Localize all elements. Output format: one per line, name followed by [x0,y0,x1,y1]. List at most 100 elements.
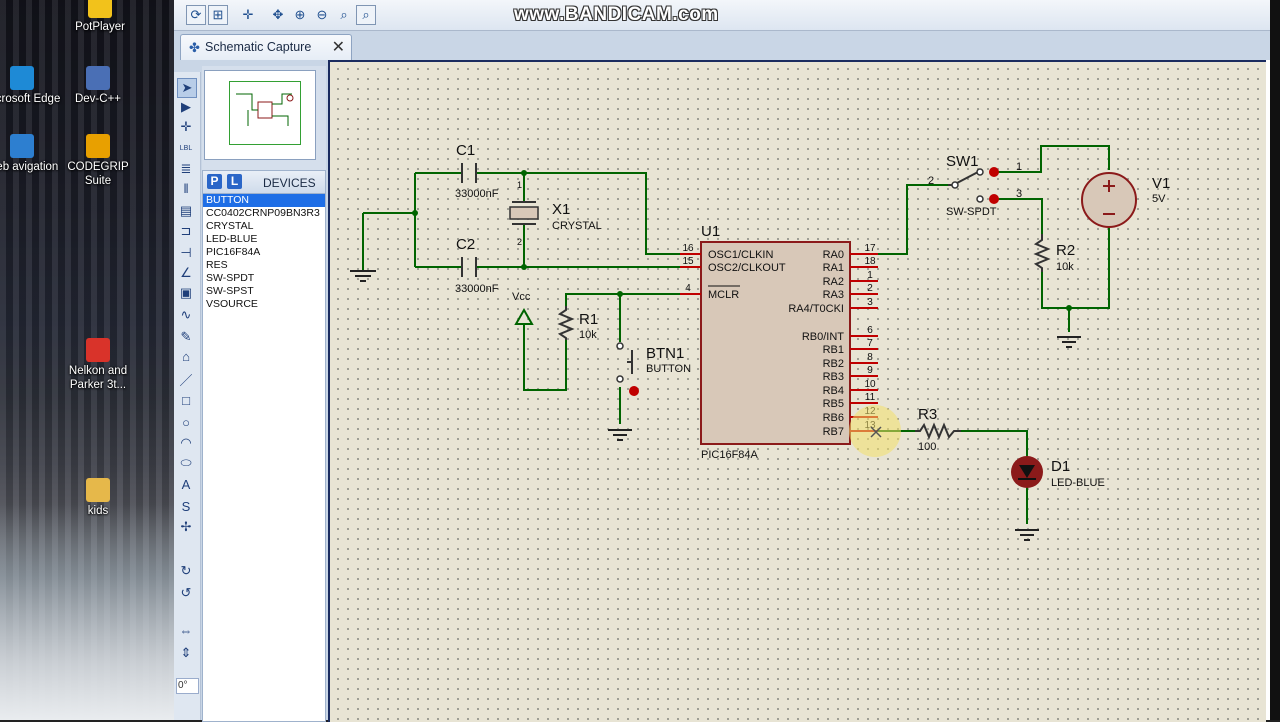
screen-edge [1270,0,1280,720]
resistor-r2[interactable]: R2 10k [1033,234,1075,273]
switch-toggle-bottom[interactable] [989,194,999,204]
text-script-icon[interactable]: ≣ [180,161,192,176]
flip-v-icon[interactable]: ⇕ [180,645,192,660]
switch-sw1[interactable]: SW1 SW-SPDT 2 1 3 [928,153,1022,218]
desktop-icon-2[interactable]: Dev-C++ [56,66,140,106]
pin-number: 16 [682,243,694,254]
desktop-icon-label: CODEGRIP Suite [67,161,129,187]
pin-name: RB0/INT [802,331,844,343]
desktop-icon-5[interactable]: Nelkon and Parker 3t... [56,338,140,392]
generator-icon[interactable]: ∿ [180,307,192,322]
close-icon[interactable]: ✕ [331,39,345,56]
device-item[interactable]: RES [206,259,228,271]
overview-sheet [229,81,301,145]
crystal-x1[interactable]: 1 2 X1 CRYSTAL [509,180,602,247]
led-d1[interactable]: D1 LED-BLUE [1011,456,1105,489]
desktop-icon-3[interactable]: Web avigation [0,134,64,174]
desktop-icon-1[interactable]: Microsoft Edge [0,66,64,106]
desktop-icon-label: kids [87,505,109,517]
circle-icon[interactable]: ○ [182,415,190,430]
junction-icon[interactable]: ✛ [180,119,192,134]
bus-icon[interactable]: ‖ [183,181,189,196]
resistor-r3[interactable]: R3 100 [915,406,961,453]
pin-name: RB3 [823,371,844,383]
pushbutton-btn1[interactable]: BTN1 BUTTON [616,342,691,396]
schematic-icon: ✤ [189,40,200,55]
c1-value: 33000nF [455,188,499,200]
d1-ref: D1 [1051,458,1070,475]
power-terminal-vcc[interactable]: Vcc [512,291,534,325]
voltage-source-v1[interactable]: V1 5V [1081,172,1170,228]
u1-part: PIC16F84A [701,449,759,461]
button-actuator[interactable] [629,386,639,396]
symbol-icon[interactable]: S [181,499,191,514]
c2-value: 33000nF [455,283,499,295]
d1-value: LED-BLUE [1051,477,1105,489]
desktop-icon-6[interactable]: kids [56,478,140,518]
rotation-angle-field[interactable]: 0° [176,678,199,694]
zoom-all-icon[interactable]: ⌕ [340,7,348,22]
rotate-ccw-icon[interactable]: ↺ [180,585,192,600]
refresh-icon[interactable]: ⟳ [186,5,206,25]
junction-dot [521,170,527,176]
zoom-out-icon[interactable]: ⊖ [316,7,328,22]
desktop-icon-0[interactable]: PotPlayer [58,0,142,34]
pin-name: RA4/T0CKI [788,303,844,315]
switch-toggle-top[interactable] [989,167,999,177]
label-icon[interactable]: LBL [179,145,193,152]
flip-h-icon[interactable]: ⇔ [179,623,193,638]
box-icon[interactable]: □ [182,393,190,408]
pick-device-button[interactable]: P [207,174,222,189]
ground-symbols [350,267,1081,541]
device-item[interactable]: LED-BLUE [206,233,258,245]
zoom-in-icon[interactable]: ⊕ [294,7,306,22]
schematic-canvas[interactable]: C1 33000nF C2 33000nF 1 2 [328,60,1266,722]
pin-icon[interactable]: ⊣ [180,245,192,260]
device-item[interactable]: VSOURCE [206,298,258,310]
terminal-icon[interactable]: ⊐ [180,223,192,238]
rotate-cw-icon[interactable]: ↻ [180,563,192,578]
microcontroller-u1[interactable]: U1 PIC16F84A OSC1/CLKIN16OSC2/CLKOUT15MC… [680,223,878,461]
capacitor-c1[interactable]: C1 33000nF [455,142,499,200]
grid-icon[interactable]: ⊞ [208,5,228,25]
capacitor-c2[interactable]: C2 33000nF [455,236,499,295]
mouse-cursor-highlight [849,405,901,457]
r2-ref: R2 [1056,242,1075,259]
pin-name: RB2 [823,358,844,370]
device-item[interactable]: BUTTON [203,194,325,207]
component-icon[interactable]: ▶ [181,99,191,114]
device-item[interactable]: CC0402CRNP09BN3R3 [206,207,320,219]
device-item[interactable]: SW-SPDT [206,272,255,284]
zoom-area-icon[interactable]: ⌕ [356,5,376,25]
text-icon[interactable]: A [181,477,191,492]
graph-icon[interactable]: ∠ [180,265,192,280]
pin-name: RB4 [823,385,844,397]
device-item[interactable]: SW-SPST [206,285,254,297]
instrument-icon[interactable]: ⌂ [182,349,190,364]
editing-window[interactable]: C1 33000nF C2 33000nF 1 2 [328,60,1270,722]
tab-bar: ✤ Schematic Capture ✕ [174,31,1270,60]
tape-icon[interactable]: ▣ [179,285,193,300]
overview-window[interactable] [204,70,316,160]
probe-icon[interactable]: ✎ [180,329,192,344]
tab-schematic-capture[interactable]: ✤ Schematic Capture ✕ [180,34,352,60]
arc-icon[interactable]: ◠ [180,435,192,450]
select-icon[interactable]: ➤ [177,78,197,98]
line-icon[interactable]: ／ [179,373,193,388]
device-item[interactable]: CRYSTAL [206,220,254,232]
device-item[interactable]: PIC16F84A [206,246,261,258]
subcircuit-icon[interactable]: ▤ [179,203,193,218]
marker-icon[interactable]: ✢ [180,519,192,534]
library-button[interactable]: L [227,174,242,189]
app-icon [88,0,112,18]
pin-number: 9 [867,365,873,376]
pan-icon[interactable]: ✥ [272,7,284,22]
origin-icon[interactable]: ✛ [242,7,254,22]
desktop-icon-4[interactable]: CODEGRIP Suite [56,134,140,188]
resistor-r1[interactable]: R1 10k [557,306,598,341]
path-icon[interactable]: ⬭ [180,455,192,470]
schematic-drawing[interactable]: C1 33000nF C2 33000nF 1 2 [330,62,1266,722]
proteus-window: ⟳ ⊞ ✛ ✥ ⊕ ⊖ ⌕ ⌕ www.BANDICAM.com ✤ Schem… [174,0,1270,722]
pin-name: RB5 [823,398,844,410]
